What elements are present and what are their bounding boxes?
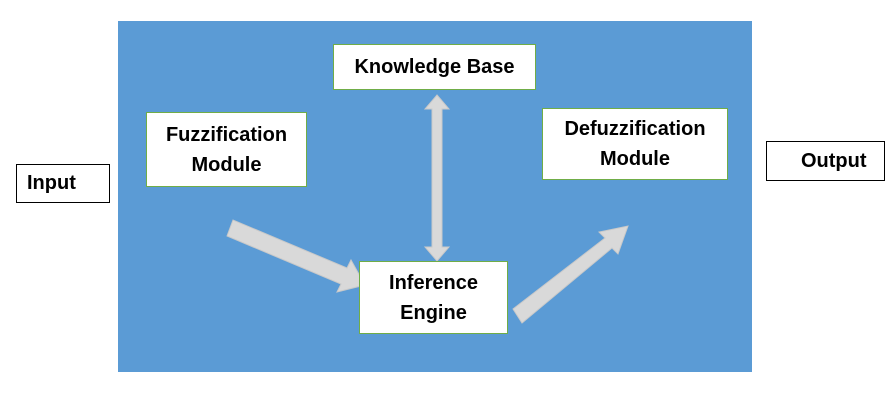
inference-engine-node: Inference Engine <box>359 261 508 334</box>
arrow-inference-to-defuzzification <box>512 225 629 324</box>
knowledge-base-node: Knowledge Base <box>333 44 536 90</box>
fuzzification-module-node: Fuzzification Module <box>146 112 307 187</box>
input-label-box: Input <box>16 164 110 203</box>
output-label-box: Output <box>766 141 885 181</box>
arrow-fuzzification-to-inference <box>226 219 366 293</box>
output-label: Output <box>801 149 867 172</box>
arrow-knowledge-inference-bidirectional <box>423 94 451 262</box>
input-label: Input <box>27 172 76 194</box>
defuzzification-module-node: Defuzzification Module <box>542 108 728 180</box>
